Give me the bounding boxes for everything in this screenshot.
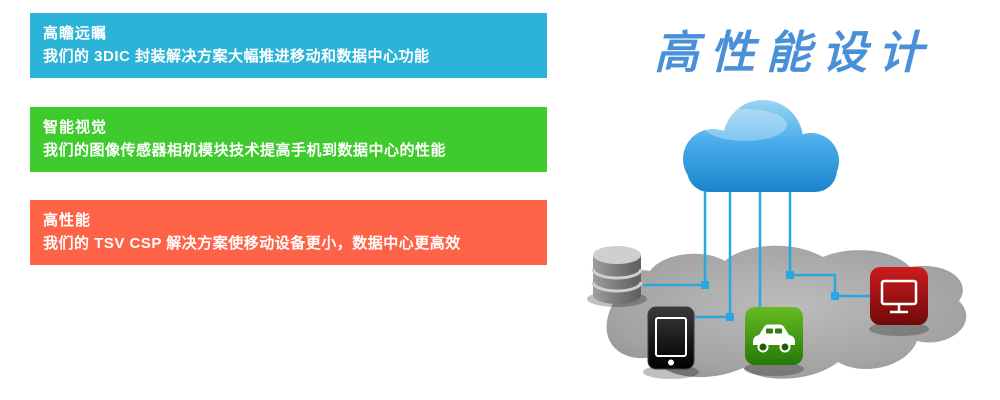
cloud-icon bbox=[683, 100, 839, 192]
monitor-icon bbox=[869, 267, 929, 336]
banner-foresight: 高瞻远瞩 我们的 3DIC 封装解决方案大幅推进移动和数据中心功能 bbox=[30, 13, 547, 78]
banner-high-performance-title: 高性能 bbox=[43, 212, 92, 229]
banner-smart-vision-title: 智能视觉 bbox=[43, 119, 108, 136]
banner-foresight-description: 我们的 3DIC 封装解决方案大幅推进移动和数据中心功能 bbox=[43, 48, 430, 65]
database-icon bbox=[587, 246, 647, 307]
page-title: 高性能设计 bbox=[653, 26, 934, 79]
banner-smart-vision-description: 我们的图像传感器相机模块技术提高手机到数据中心的性能 bbox=[43, 142, 447, 159]
car-icon bbox=[744, 307, 804, 376]
banner-foresight-title: 高瞻远瞩 bbox=[43, 25, 108, 42]
banner-smart-vision: 智能视觉 我们的图像传感器相机模块技术提高手机到数据中心的性能 bbox=[30, 107, 547, 172]
banner-high-performance-description: 我们的 TSV CSP 解决方案使移动设备更小，数据中心更高效 bbox=[43, 235, 461, 252]
banner-high-performance: 高性能 我们的 TSV CSP 解决方案使移动设备更小，数据中心更高效 bbox=[30, 200, 547, 265]
smartphone-icon bbox=[643, 306, 699, 379]
cloud-devices-illustration bbox=[587, 100, 967, 379]
